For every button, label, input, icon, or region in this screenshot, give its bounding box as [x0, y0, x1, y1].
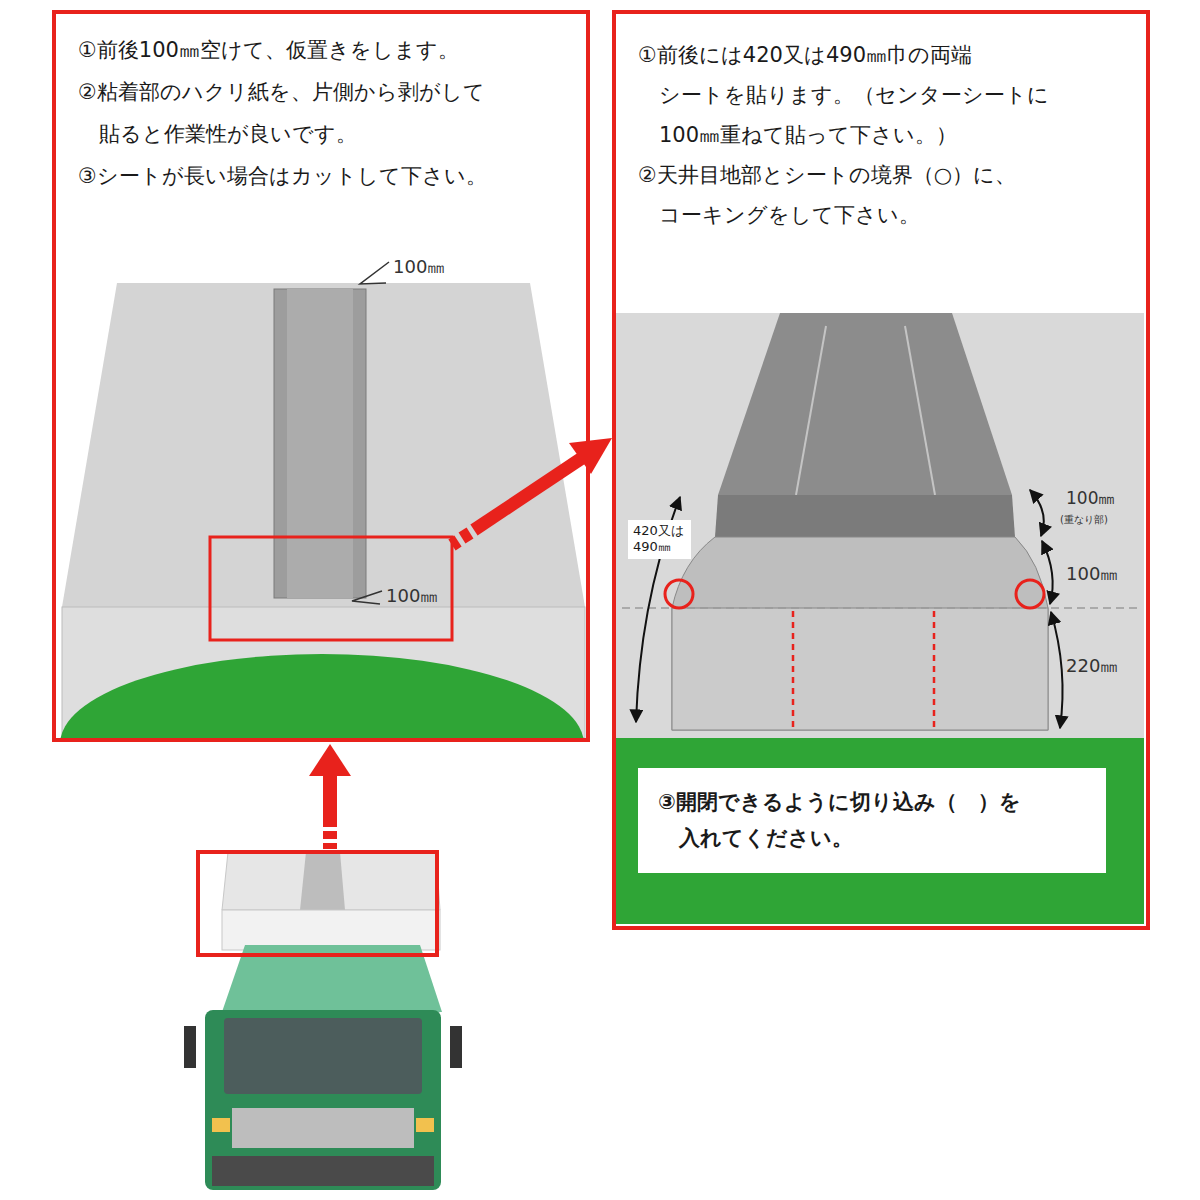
center-sheet — [274, 289, 366, 598]
box-front — [222, 910, 440, 950]
zoom-frame — [198, 852, 437, 955]
leader-line — [352, 591, 382, 604]
dimension-arrow — [1051, 612, 1063, 728]
text-line: 420又は — [633, 523, 686, 539]
caulk-mark — [1016, 580, 1044, 608]
dimension-label: 100㎜ — [393, 257, 445, 278]
windshield — [224, 1018, 422, 1094]
grille — [232, 1108, 414, 1148]
text-line: シートを貼ります。（センターシートに — [638, 75, 1128, 115]
end-sheet-front — [672, 608, 1048, 730]
overlap-band — [715, 495, 1015, 537]
ceiling-joint — [622, 607, 1140, 609]
truck-picture — [184, 852, 462, 1190]
detail-illustration — [616, 313, 1144, 924]
arrow-head — [569, 438, 612, 474]
cut-line — [933, 611, 936, 728]
text-line: ②粘着部のハクリ紙を、片側から剥がして — [78, 71, 568, 113]
dimension-arrow — [1042, 541, 1053, 604]
instruction-text: ③シートが長い場合はカットして下さい。 — [78, 155, 568, 197]
arrow-shaft — [474, 458, 582, 530]
cab-top — [616, 738, 1144, 924]
instruction-text: ①前後100㎜空けて、仮置きをします。 — [78, 29, 568, 71]
zoom-frame — [210, 537, 452, 640]
instruction-text: ②天井目地部とシートの境界（○）に、 コーキングをして下さい。 — [638, 155, 1128, 235]
arrow-head — [309, 744, 351, 776]
cab-top — [60, 654, 584, 738]
caulk-mark — [665, 580, 693, 608]
roof-ground — [616, 313, 1144, 738]
cab-body — [205, 1010, 441, 1190]
end-sheet — [672, 537, 1048, 730]
text-line: 490㎜ — [633, 539, 686, 555]
dimension-label: 220㎜ — [1066, 656, 1118, 677]
headlight — [212, 1118, 230, 1132]
bumper — [212, 1156, 434, 1186]
zoom-arrow — [309, 744, 351, 849]
roof-sheet — [300, 852, 345, 910]
box-roof — [222, 852, 440, 910]
instruction-text: ②粘着部のハクリ紙を、片側から剥がして 貼ると作業性が良いです。 — [78, 71, 568, 155]
dimension-label: 100㎜ — [386, 586, 438, 607]
sheet-seam — [796, 326, 826, 495]
leader-line — [360, 262, 389, 284]
instruction-panel: ①前後には420又は490㎜巾の両端 シートを貼ります。（センターシートに 10… — [612, 10, 1150, 930]
mirror — [184, 1026, 196, 1068]
arrow-shaft — [323, 772, 337, 827]
mirror — [450, 1026, 462, 1068]
dimension-label: 100㎜ — [1066, 489, 1115, 509]
text-line: ③開閉できるように切り込み（ ）を — [658, 784, 1086, 820]
center-sheet — [718, 313, 1012, 495]
text-line: コーキングをして下さい。 — [638, 195, 1128, 235]
note-box: ③開閉できるように切り込み（ ）を 入れてください。 — [638, 768, 1106, 873]
text-line: ①前後100㎜空けて、仮置きをします。 — [78, 29, 568, 71]
text-line: ①前後には420又は490㎜巾の両端 — [638, 35, 1128, 75]
dimension-tag: 420又は 490㎜ — [628, 520, 691, 559]
headlight — [416, 1118, 434, 1132]
text-line: ②天井目地部とシートの境界（○）に、 — [638, 155, 1128, 195]
roof-top — [62, 283, 585, 607]
arrow-shaft — [452, 541, 458, 545]
instruction-text: ③開閉できるように切り込み（ ）を 入れてください。 — [658, 784, 1086, 856]
dimension-label: (重なり部) — [1060, 514, 1108, 526]
arrow-shaft — [323, 831, 337, 839]
instruction-panel: ①前後100㎜空けて、仮置きをします。②粘着部のハクリ紙を、片側から剥がして 貼… — [52, 10, 590, 742]
arrow-shaft — [462, 533, 470, 538]
dimension-arrow — [1030, 490, 1044, 536]
sheet-seam — [905, 326, 935, 495]
roof-illustration — [60, 262, 585, 834]
text-line: ③シートが長い場合はカットして下さい。 — [78, 155, 568, 197]
text-line: 100㎜重ねて貼って下さい。） — [638, 115, 1128, 155]
arrow-shaft — [323, 843, 337, 849]
instruction-text: ①前後には420又は490㎜巾の両端 シートを貼ります。（センターシートに 10… — [638, 35, 1128, 155]
cut-line — [792, 611, 795, 728]
dimension-label: 100㎜ — [1066, 564, 1118, 585]
center-sheet-inner — [287, 289, 353, 598]
dimension-text: 420又は 490㎜ — [633, 523, 686, 555]
text-line: 入れてください。 — [658, 820, 1086, 856]
text-line: 貼ると作業性が良いです。 — [78, 113, 568, 155]
